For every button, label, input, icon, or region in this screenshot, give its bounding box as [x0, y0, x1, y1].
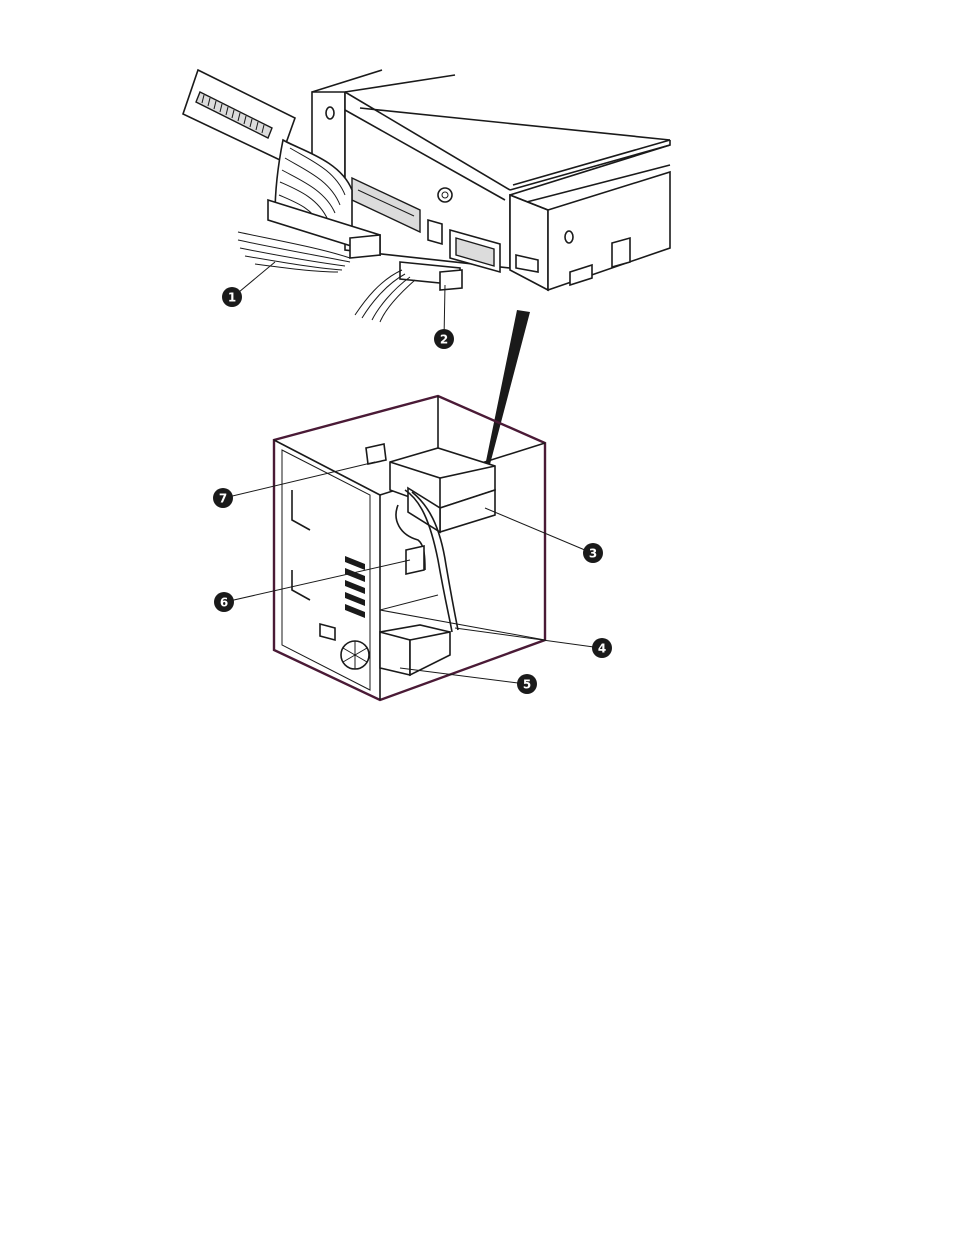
callout-3: 3 — [583, 543, 603, 563]
callout-4: 4 — [592, 638, 612, 658]
power-cable — [355, 262, 462, 322]
callout-number: 4 — [598, 642, 606, 656]
callout-6: 6 — [214, 592, 234, 612]
callout-number: 6 — [220, 596, 228, 610]
callout-number: 2 — [440, 333, 448, 347]
callout-number: 7 — [219, 492, 227, 506]
callout-2: 2 — [434, 329, 454, 349]
callout-7: 7 — [213, 488, 233, 508]
computer-case — [274, 396, 545, 700]
callout-5: 5 — [517, 674, 537, 694]
callout-number: 3 — [589, 547, 597, 561]
callout-1: 1 — [222, 287, 242, 307]
callout-number: 1 — [228, 291, 236, 305]
callout-number: 5 — [523, 678, 531, 692]
